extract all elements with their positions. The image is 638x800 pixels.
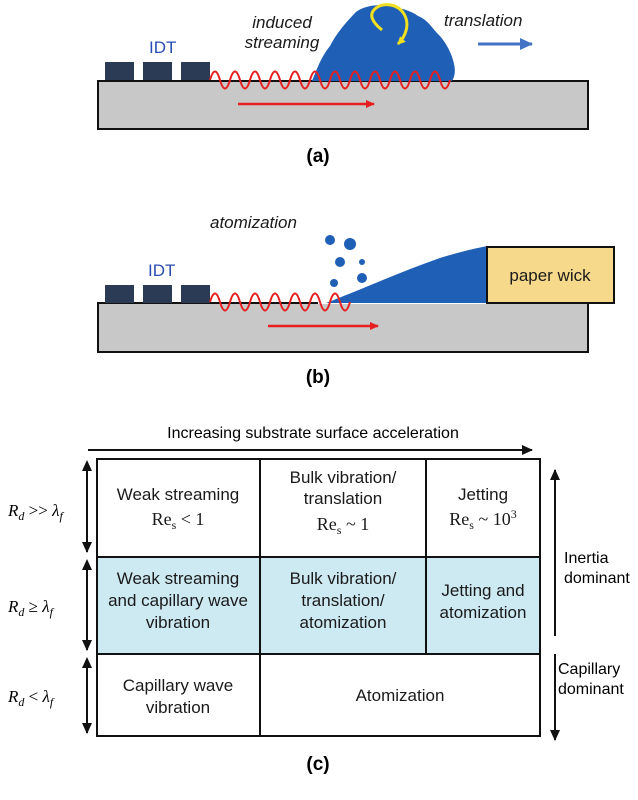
inertia-label-2: dominant — [564, 570, 630, 587]
cell-weak-streaming-re: Res < 1 — [152, 509, 205, 532]
streaming-label: streaming — [245, 33, 320, 52]
cell-atomization: Atomization — [356, 686, 445, 705]
inertia-label-1: Inertia — [564, 550, 609, 567]
idt-label-a: IDT — [149, 38, 176, 57]
cell-jetting-atom-1: Jetting and — [441, 581, 524, 600]
panel-c: Increasing substrate surface acceleratio… — [7, 425, 630, 775]
cell-capillary-wave-1: Capillary wave — [123, 676, 234, 695]
paper-wick — [486, 246, 615, 304]
caption-a: (a) — [306, 146, 329, 167]
streaming-swirl-arrow — [370, 3, 409, 46]
highlight-row — [97, 557, 540, 654]
surface-acoustic-wave-a — [209, 70, 451, 90]
atomized-droplet — [325, 235, 335, 245]
idt-electrode — [143, 62, 172, 80]
cell-bulk-re: Res ~ 1 — [317, 514, 369, 537]
row-label-2: Rd ≥ λf — [7, 597, 55, 619]
substrate-b — [97, 302, 589, 353]
capillary-label-2: dominant — [558, 681, 624, 698]
cell-bulk-vibration: Bulk vibration/ — [290, 468, 397, 487]
capillary-label-1: Capillary — [558, 661, 620, 678]
atomized-droplet — [357, 273, 367, 283]
paper-wick-label: paper wick — [509, 266, 591, 285]
atomized-droplet — [335, 257, 345, 267]
atomized-droplet — [330, 279, 338, 287]
top-axis-label: Increasing substrate surface acceleratio… — [167, 425, 459, 442]
droplet-a — [312, 5, 455, 81]
cell-bulk-atom-1: Bulk vibration/ — [290, 569, 397, 588]
cell-jetting: Jetting — [458, 485, 508, 504]
row-label-3: Rd < λf — [7, 687, 55, 709]
idt-electrode — [181, 285, 210, 303]
cell-bulk-translation: translation — [304, 489, 382, 508]
droplet-b — [326, 246, 488, 303]
cell-weak-capillary-3: vibration — [146, 613, 210, 632]
cell-weak-capillary-2: and capillary wave — [108, 591, 248, 610]
surface-acoustic-wave-b — [209, 292, 351, 312]
panel-b: IDT paper wick atomization (b) — [97, 213, 615, 388]
idt-electrode — [105, 285, 134, 303]
translation-label: translation — [444, 11, 522, 30]
cell-bulk-atom-2: translation/ — [301, 591, 384, 610]
atomization-label: atomization — [210, 213, 297, 232]
cell-bulk-atom-3: atomization — [300, 613, 387, 632]
caption-c: (c) — [306, 754, 329, 775]
cell-weak-capillary-1: Weak streaming — [117, 569, 240, 588]
regime-table — [96, 458, 541, 737]
atomized-droplet — [344, 238, 356, 250]
idt-electrode — [143, 285, 172, 303]
panel-a: IDT induced streaming translation (a) — [97, 3, 589, 167]
cell-weak-streaming: Weak streaming — [117, 485, 240, 504]
idt-electrode — [105, 62, 134, 80]
cell-jetting-re: Res ~ 103 — [449, 507, 516, 532]
row-label-1: Rd >> λf — [7, 501, 64, 523]
cell-jetting-atom-2: atomization — [440, 603, 527, 622]
idt-label-b: IDT — [148, 261, 175, 280]
caption-b: (b) — [306, 367, 330, 388]
atomized-droplet — [359, 259, 365, 265]
cell-capillary-wave-2: vibration — [146, 698, 210, 717]
induced-label: induced — [252, 13, 312, 32]
idt-electrode — [181, 62, 210, 80]
